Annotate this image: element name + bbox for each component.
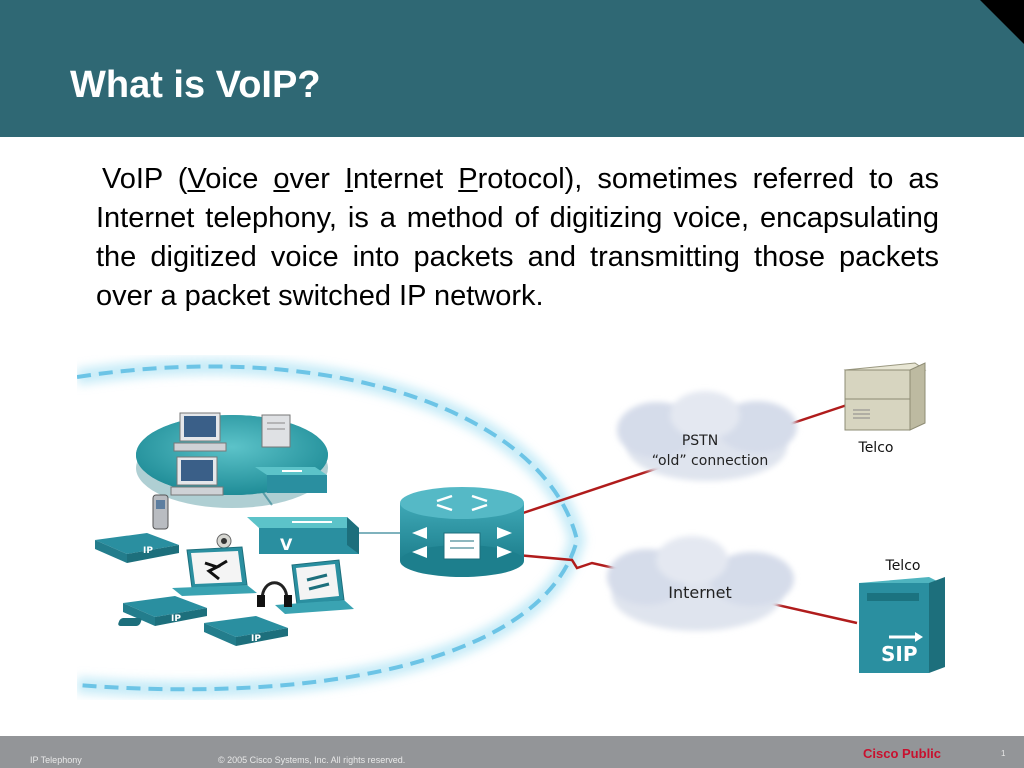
body-run: rotocol), sometimes referred to as Inter…: [96, 163, 940, 312]
slide-title: What is VoIP?: [70, 64, 321, 106]
laptop-icon: [172, 546, 257, 596]
server-icon: [261, 414, 291, 448]
acronym-letter-v: V: [187, 163, 206, 195]
body-run: oice: [205, 163, 274, 195]
pstn-label: PSTN: [682, 433, 718, 449]
voice-switch-label: V: [280, 535, 293, 554]
telco-label-top: Telco: [858, 440, 894, 456]
body-run: nternet: [352, 163, 459, 195]
ip-phone-label: IP: [143, 546, 153, 556]
telco-label-bottom: Telco: [885, 558, 921, 574]
old-connection-label: “old” connection: [652, 453, 768, 469]
sip-server-icon: Telco SIP: [859, 558, 945, 673]
telco-server-icon: Telco: [843, 362, 927, 456]
corner-triangle: [980, 0, 1024, 44]
footer-classification: Cisco Public: [863, 746, 942, 761]
body-run: VoIP (: [102, 163, 188, 195]
router-icon: [400, 487, 524, 577]
footer-copyright: © 2005 Cisco Systems, Inc. All rights re…: [218, 755, 406, 765]
slide-body-text: VoIP (Voice over Internet Protocol), som…: [96, 160, 939, 316]
ip-phone-icon: IP: [95, 533, 179, 563]
ip-phone-label: IP: [251, 634, 261, 644]
footer-bar: IP Telephony © 2005 Cisco Systems, Inc. …: [0, 736, 1024, 768]
ip-phone-icon: IP: [118, 616, 288, 646]
ip-phone-icon: IP: [123, 596, 207, 626]
desktop-computer-icon: [173, 412, 227, 452]
voice-switch-icon: V: [247, 517, 359, 554]
pstn-cloud: PSTN “old” connection: [617, 391, 797, 481]
lan-switch-icon: [255, 467, 327, 493]
mobile-phone-icon: [152, 494, 169, 530]
acronym-letter-p: P: [458, 163, 478, 195]
laptop-icon: [275, 559, 354, 614]
footer-presentation-title: IP Telephony: [30, 755, 82, 765]
desktop-computer-icon: [170, 456, 224, 496]
lan-boundary-arc: [77, 358, 586, 698]
title-bar: What is VoIP?: [0, 0, 1024, 137]
internet-cloud: Internet: [607, 536, 794, 631]
internet-label: Internet: [668, 583, 732, 602]
ip-phone-label: IP: [171, 614, 181, 624]
lan-segment: [136, 415, 328, 508]
webcam-icon: [216, 533, 232, 549]
voip-network-diagram: PSTN “old” connection Internet Telco Tel…: [77, 358, 945, 698]
acronym-letter-o: o: [273, 163, 290, 195]
headset-icon: [257, 581, 292, 607]
body-run: ver: [289, 163, 345, 195]
acronym-letter-i: I: [344, 163, 353, 195]
page-number: 1: [1001, 749, 1006, 758]
sip-label: SIP: [881, 642, 918, 666]
